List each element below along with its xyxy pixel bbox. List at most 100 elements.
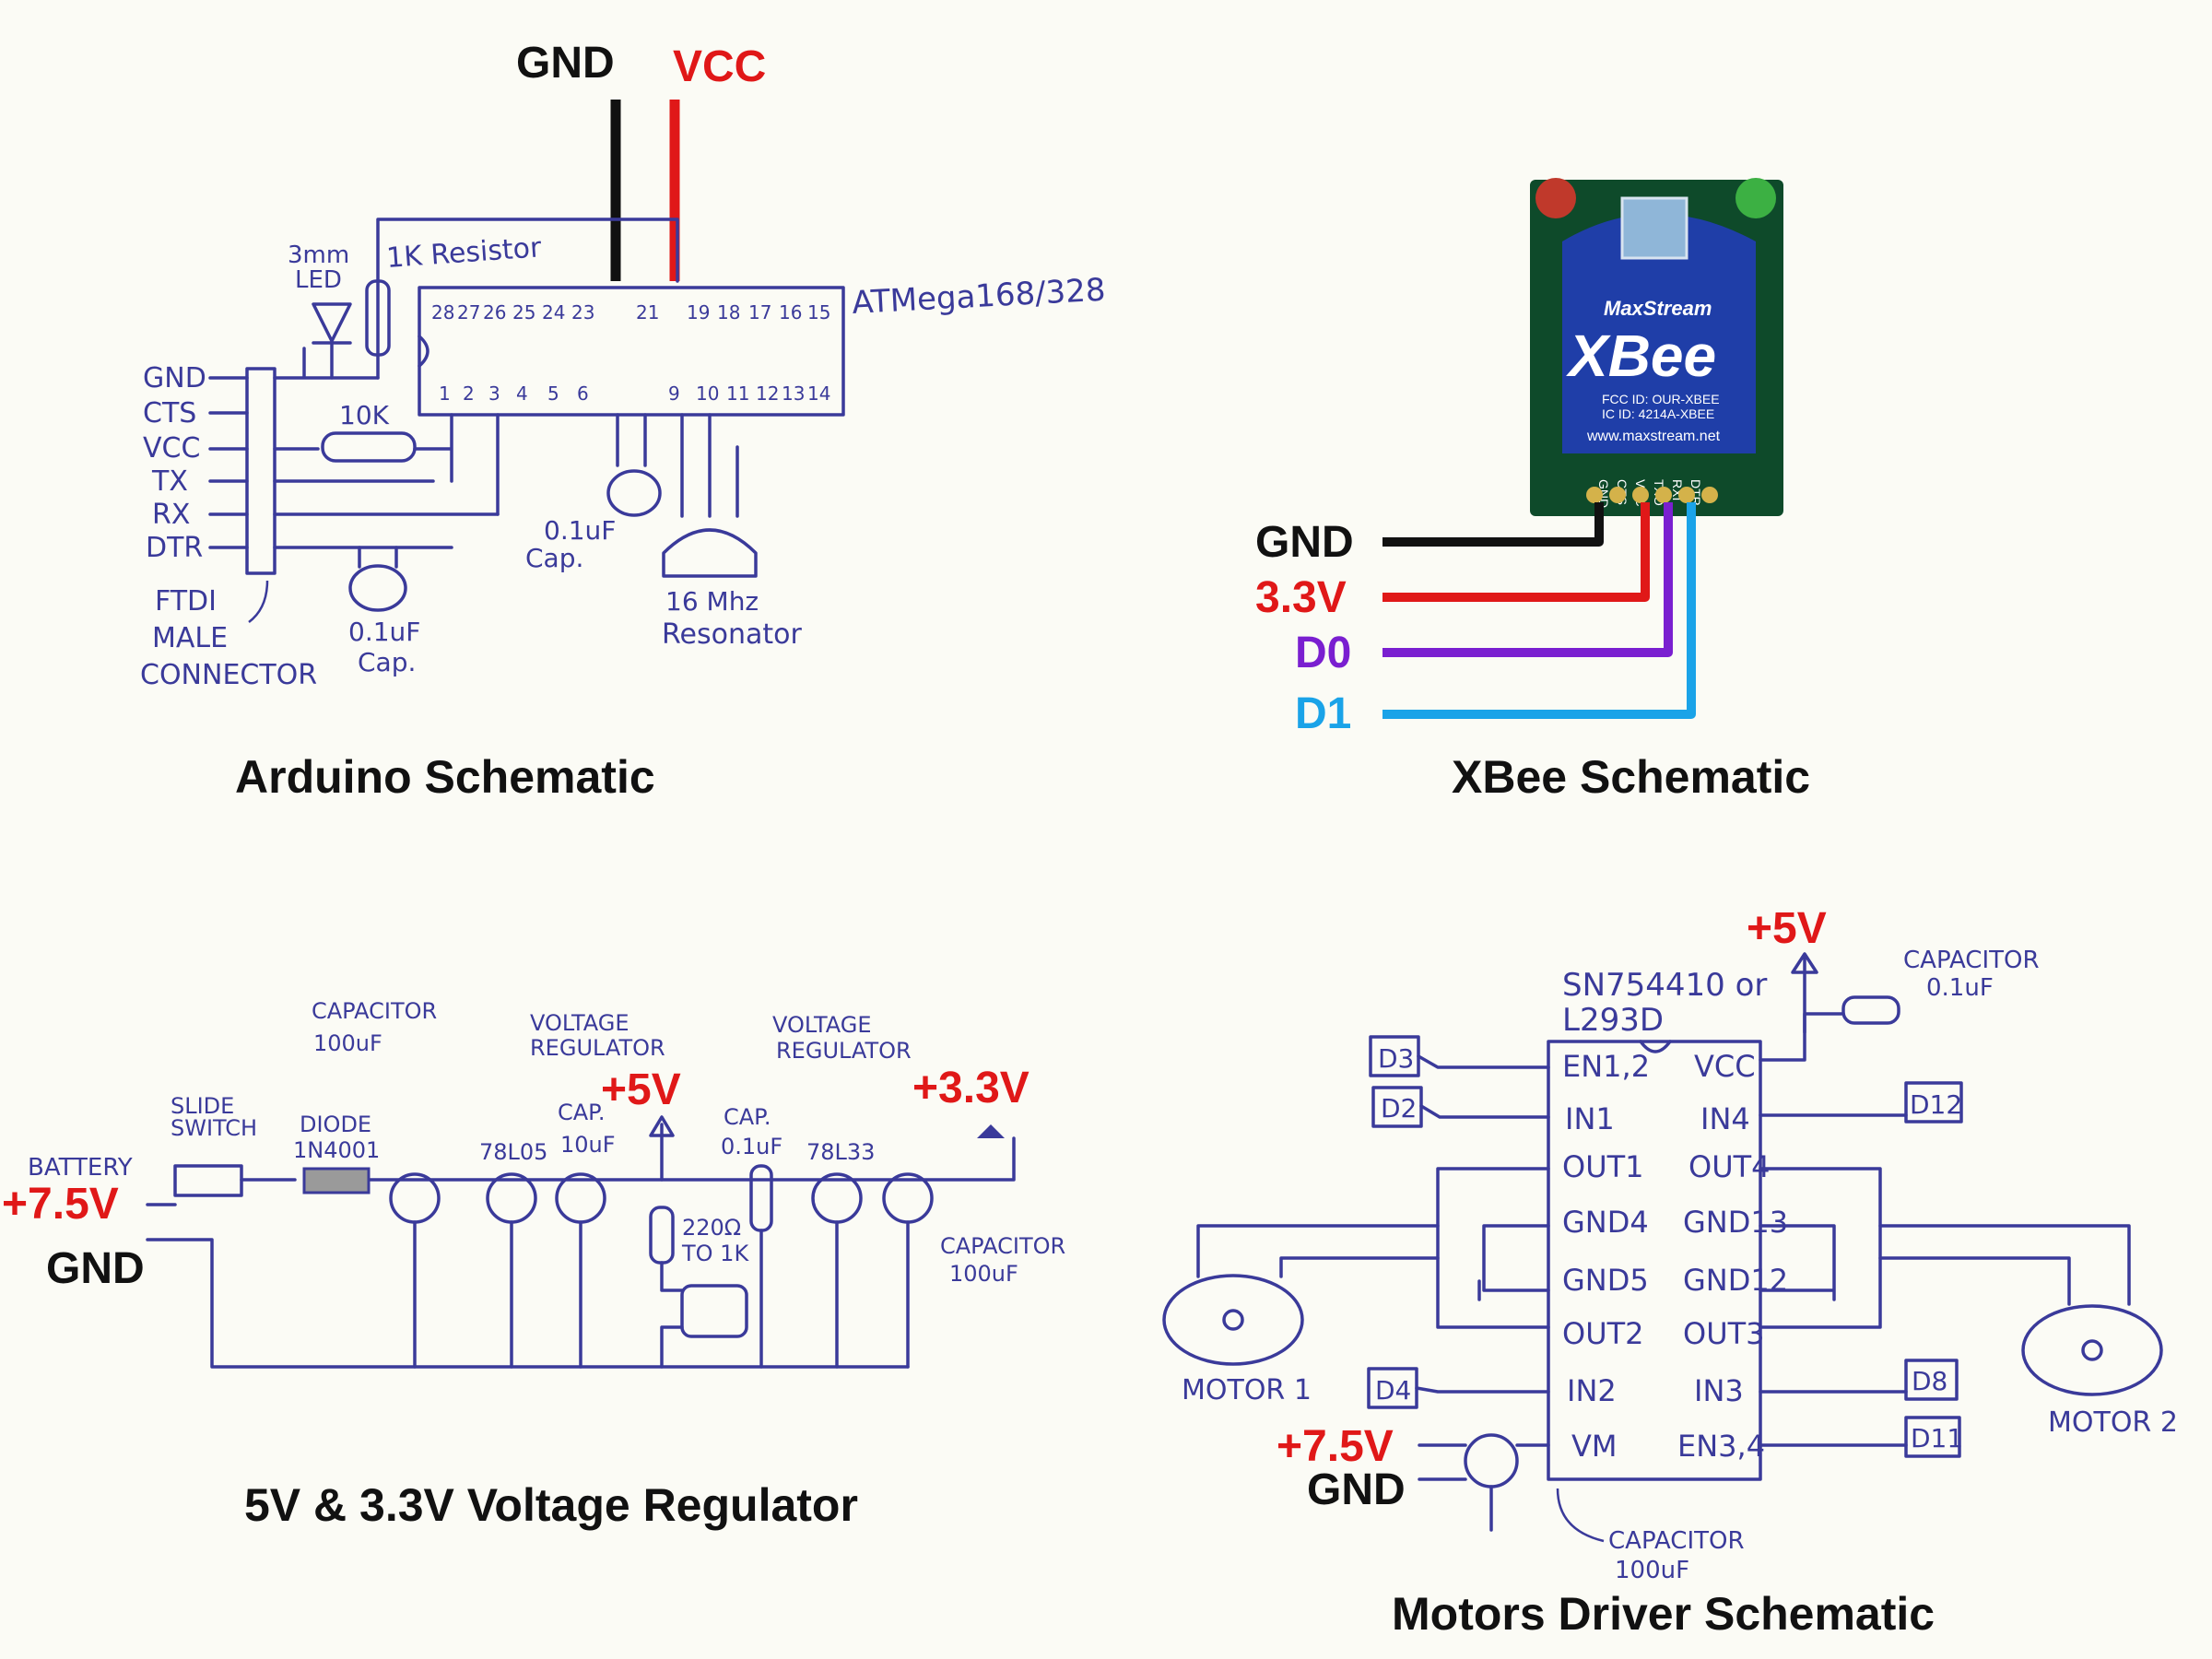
pin-out2: OUT2 xyxy=(1562,1316,1644,1351)
ftdi-pin-gnd: GND xyxy=(143,362,206,394)
ftdi-arrow xyxy=(248,580,269,623)
cap01-label-2: 0.1uF xyxy=(721,1134,782,1159)
cap2-body xyxy=(606,469,662,517)
capout-label-1: CAPACITOR xyxy=(940,1233,1065,1259)
cap2-leads xyxy=(616,413,647,467)
xbee-label-3v3: 3.3V xyxy=(1255,573,1347,622)
motor-cap-0-1uf xyxy=(1841,995,1900,1025)
pin-in4: IN4 xyxy=(1700,1101,1750,1136)
cap100-label-2: 100uF xyxy=(313,1030,382,1056)
xbee-antenna-chip xyxy=(1620,196,1688,260)
motor-2 xyxy=(2021,1304,2163,1396)
xbee-gnd-wire xyxy=(1382,502,1604,547)
pin-13: 13 xyxy=(782,382,805,405)
arduino-vcc-label: VCC xyxy=(673,42,766,91)
slide-label-1: SLIDE xyxy=(171,1093,234,1119)
motor-v5-label: +5V xyxy=(1747,904,1827,953)
resonator-label-2: Resonator xyxy=(662,618,802,651)
ftdi-pin-cts: CTS xyxy=(143,397,196,429)
cap10-label-2: 10uF xyxy=(560,1132,616,1158)
cap100m-label-1: CAPACITOR xyxy=(1608,1527,1745,1555)
vreg2-label-2: REGULATOR xyxy=(776,1038,912,1064)
pin-15: 15 xyxy=(807,301,830,324)
pin-out3: OUT3 xyxy=(1683,1316,1765,1351)
resistor-label: 1K Resistor xyxy=(385,231,543,275)
ftdi-wires xyxy=(273,376,500,549)
regulator-78l33 xyxy=(811,1172,863,1224)
cap01-label-1: CAP. xyxy=(724,1104,771,1130)
xbee-d0-wire xyxy=(1382,502,1673,657)
pin-17: 17 xyxy=(748,301,771,324)
regulator-schematic: BATTERY +7.5V GND SLIDE SWITCH DIODE 1N4… xyxy=(2,998,1065,1531)
reset-wires xyxy=(413,413,500,516)
xbee-fcc-1: FCC ID: OUR-XBEE xyxy=(1602,392,1720,406)
xbee-caption: XBee Schematic xyxy=(1452,751,1810,803)
chip-label-1: SN754410 or xyxy=(1562,967,1767,1004)
reg-ground-rail xyxy=(146,1238,910,1369)
reg-v33-label: +3.3V xyxy=(912,1064,1030,1112)
out3-out4-wires xyxy=(1759,1167,1882,1329)
diode-1n4001 xyxy=(302,1167,371,1194)
pin-11: 11 xyxy=(726,382,749,405)
pin-24: 24 xyxy=(542,301,565,324)
1k-resistor xyxy=(365,279,391,357)
pin-vm: VM xyxy=(1571,1429,1618,1464)
vreg1-label-1: VOLTAGE xyxy=(530,1010,629,1036)
ftdi-label-3: CONNECTOR xyxy=(140,659,317,691)
led-label-2: LED xyxy=(295,266,342,294)
regulator-78l05 xyxy=(486,1172,537,1224)
atmega-bottom-pins: 1 2 3 4 5 6 9 10 11 12 13 14 xyxy=(439,382,830,405)
motor-gnd-label: GND xyxy=(1307,1465,1406,1514)
xbee-label-gnd: GND xyxy=(1255,518,1354,567)
xbee-led-red xyxy=(1535,178,1576,218)
pin-26: 26 xyxy=(483,301,506,324)
atmega-label: ATMega168/328 xyxy=(851,272,1106,322)
cap1-body xyxy=(348,564,407,612)
pin-5: 5 xyxy=(547,382,559,405)
left-gnd-wires xyxy=(1477,1224,1550,1301)
chip-label-2: L293D xyxy=(1562,1002,1664,1039)
xbee-label-d0: D0 xyxy=(1295,629,1351,677)
cap2-label-1: 0.1uF xyxy=(544,515,616,546)
ftdi-pin-rx: RX xyxy=(152,499,190,531)
resonator-body xyxy=(662,528,758,578)
pin-3: 3 xyxy=(488,382,500,405)
vreg1-label-2: REGULATOR xyxy=(530,1035,665,1061)
led-leads xyxy=(660,1261,684,1369)
res-label-2: TO 1K xyxy=(681,1241,749,1266)
reg-supply-rail xyxy=(146,1136,1016,1206)
xbee-led-green xyxy=(1735,178,1776,218)
pin-10: 10 xyxy=(696,382,719,405)
atmega-notch xyxy=(418,335,429,368)
tag-d11-label: D11 xyxy=(1911,1423,1963,1453)
pin-out1: OUT1 xyxy=(1562,1149,1644,1184)
reg33-label: 78L33 xyxy=(806,1139,875,1165)
pin-9: 9 xyxy=(668,382,680,405)
motor1-leads xyxy=(1196,1224,1440,1278)
pin-16: 16 xyxy=(779,301,802,324)
tag-d2-label: D2 xyxy=(1381,1093,1417,1124)
out1-out2-wires xyxy=(1436,1167,1550,1329)
pin-in1: IN1 xyxy=(1565,1101,1615,1136)
ftdi-connector xyxy=(245,367,276,575)
reg-cap-100uf-out xyxy=(882,1172,934,1224)
ftdi-pin-leads xyxy=(208,376,249,549)
atmega-top-pins: 28 27 26 25 24 23 21 19 18 17 16 15 xyxy=(431,301,830,324)
pin-6: 6 xyxy=(577,382,589,405)
ftdi-label-1: FTDI xyxy=(155,585,217,618)
10k-label: 10K xyxy=(339,400,390,430)
reg-v75-label: +7.5V xyxy=(2,1180,119,1229)
right-tag-wires xyxy=(1759,1012,1908,1447)
motor1-label: MOTOR 1 xyxy=(1182,1374,1312,1406)
xbee-module xyxy=(1562,214,1756,453)
pin-out4: OUT4 xyxy=(1688,1149,1771,1184)
xbee-label-d1: D1 xyxy=(1295,689,1351,738)
motor-2-shaft xyxy=(2081,1339,2103,1361)
pin-vcc: VCC xyxy=(1694,1049,1756,1084)
cap01m-label-2: 0.1uF xyxy=(1926,974,1994,1002)
motor2-leads xyxy=(1878,1224,2131,1306)
slide-switch xyxy=(173,1164,243,1197)
pin-en12: EN1,2 xyxy=(1562,1049,1650,1084)
reg-v33-arrow xyxy=(977,1124,1005,1138)
